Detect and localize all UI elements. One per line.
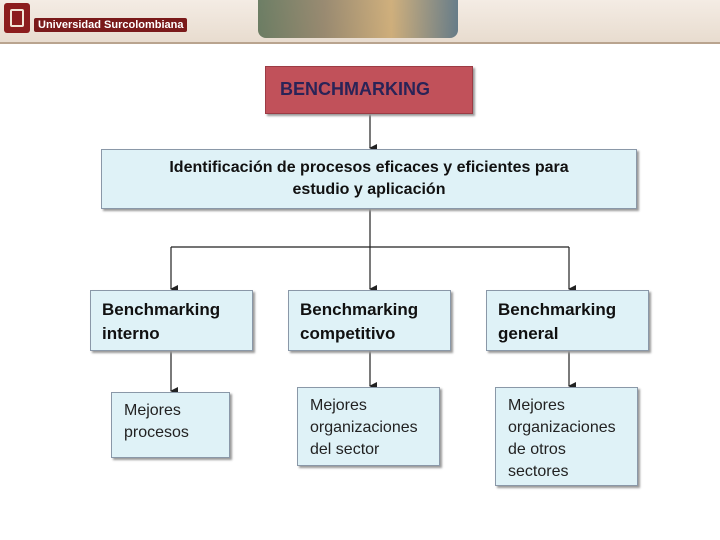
university-logo [4, 3, 30, 33]
type-general-line-2: general [498, 324, 559, 343]
type-competitivo-line-2: competitivo [300, 324, 396, 343]
target-box-interno: Mejores procesos [111, 392, 230, 458]
header-bar: Universidad Surcolombiana [0, 0, 720, 44]
target-box-competitivo: Mejores organizaciones del sector [297, 387, 440, 466]
type-box-interno: Benchmarking interno [90, 290, 253, 351]
target-competitivo-line-1: Mejores [310, 397, 367, 414]
target-box-general: Mejores organizaciones de otros sectores [495, 387, 638, 486]
type-general-line-1: Benchmarking [498, 300, 617, 319]
target-general-line-4: sectores [508, 463, 569, 480]
type-box-competitivo: Benchmarking competitivo [288, 290, 451, 351]
university-name: Universidad Surcolombiana [34, 18, 188, 32]
main-definition-text: Identificación de procesos eficaces y ef… [102, 157, 636, 201]
main-line-2: estudio y aplicación [292, 181, 446, 198]
target-general-line-2: organizaciones [508, 419, 616, 436]
target-competitivo-line-3: del sector [310, 441, 380, 458]
type-box-general: Benchmarking general [486, 290, 649, 351]
type-interno-line-2: interno [102, 324, 160, 343]
target-competitivo-line-2: organizaciones [310, 419, 418, 436]
main-line-1: Identificación de procesos eficaces y ef… [169, 159, 569, 176]
target-interno-line-1: Mejores [124, 402, 181, 419]
target-general-line-3: de otros [508, 441, 566, 458]
type-competitivo-line-1: Benchmarking [300, 300, 419, 319]
main-definition-box: Identificación de procesos eficaces y ef… [101, 149, 637, 209]
title-box: BENCHMARKING [265, 66, 473, 114]
target-general-line-1: Mejores [508, 397, 565, 414]
type-interno-line-1: Benchmarking [102, 300, 221, 319]
header-banner-image [258, 0, 458, 38]
target-interno-line-2: procesos [124, 424, 189, 441]
diagram-title: BENCHMARKING [280, 79, 430, 99]
